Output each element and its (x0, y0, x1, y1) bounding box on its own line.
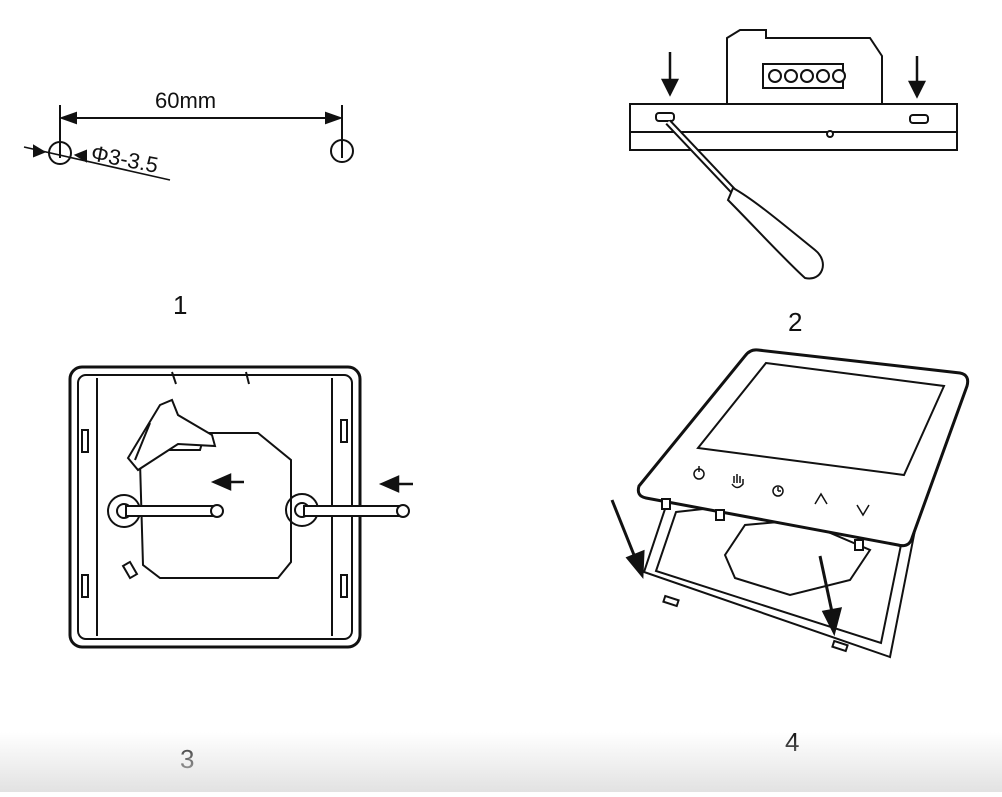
junction-box (138, 432, 292, 579)
screw-head-right (396, 504, 410, 518)
step-3-arrows (210, 473, 413, 493)
wire-cable-line (134, 422, 151, 461)
dimension-arrow-right-icon (325, 111, 343, 125)
dimension-label: 60mm (155, 88, 216, 113)
hole-diameter-label: Φ3-3.5 (89, 140, 160, 177)
hand-icon (731, 474, 744, 489)
panel-peg (715, 509, 725, 521)
step-number-1: 1 (173, 290, 188, 320)
step-4-arrows (610, 499, 843, 637)
panel-peg (854, 539, 864, 551)
wire-cable (126, 398, 217, 472)
down-arrow-icon (818, 555, 834, 613)
frame-clip (340, 574, 348, 598)
hole-arrow-icon (73, 149, 87, 163)
terminal-screw (816, 69, 830, 83)
frame-slot (662, 594, 680, 608)
down-arrow-icon (610, 499, 638, 561)
thermostat-base-plate (629, 103, 958, 151)
up-chevron-icon (814, 492, 828, 505)
box-tab (121, 560, 139, 580)
hole-leader-line (23, 146, 171, 181)
mounting-screw-left (125, 505, 217, 517)
frame-slot (831, 639, 849, 653)
power-icon (693, 466, 705, 480)
left-arrow-head-icon (210, 473, 232, 491)
left-arrow-head-icon (378, 475, 400, 493)
frame-tick (245, 371, 250, 385)
terminal-screw (768, 69, 782, 83)
base-plate-dot (826, 130, 834, 138)
down-chevron-icon (856, 504, 870, 517)
step-1-figure (23, 105, 354, 181)
mounting-hole-right (330, 139, 354, 163)
hole-arrow-icon (33, 144, 47, 158)
frame-clip (81, 429, 89, 453)
back-junction-box (723, 518, 872, 597)
dimension-arrow-left-icon (59, 111, 77, 125)
clock-icon (772, 485, 784, 497)
panel-peg (661, 498, 671, 510)
step-2-arrows (660, 52, 927, 99)
down-arrow-head-icon (821, 607, 843, 637)
frame-clip (81, 574, 89, 598)
terminal-screw (784, 69, 798, 83)
step-3-figure (68, 365, 410, 649)
down-arrow-head-icon (660, 78, 680, 97)
screwdriver-icon (665, 119, 824, 280)
terminal-screw (832, 69, 846, 83)
frame-clip (340, 419, 348, 443)
down-arrow-head-icon (625, 549, 645, 579)
frame-tick (171, 371, 177, 385)
release-slot-left (655, 112, 675, 122)
release-slot-right (909, 114, 929, 124)
step-4-figure (636, 348, 970, 659)
mounting-screw-right (303, 505, 403, 517)
step-2-figure (629, 29, 958, 280)
screw-head-left (210, 504, 224, 518)
terminal-screw (800, 69, 814, 83)
bottom-shadow (0, 732, 1002, 792)
down-arrow-head-icon (907, 80, 927, 99)
step-number-2: 2 (788, 307, 803, 337)
display-screen (696, 361, 946, 477)
